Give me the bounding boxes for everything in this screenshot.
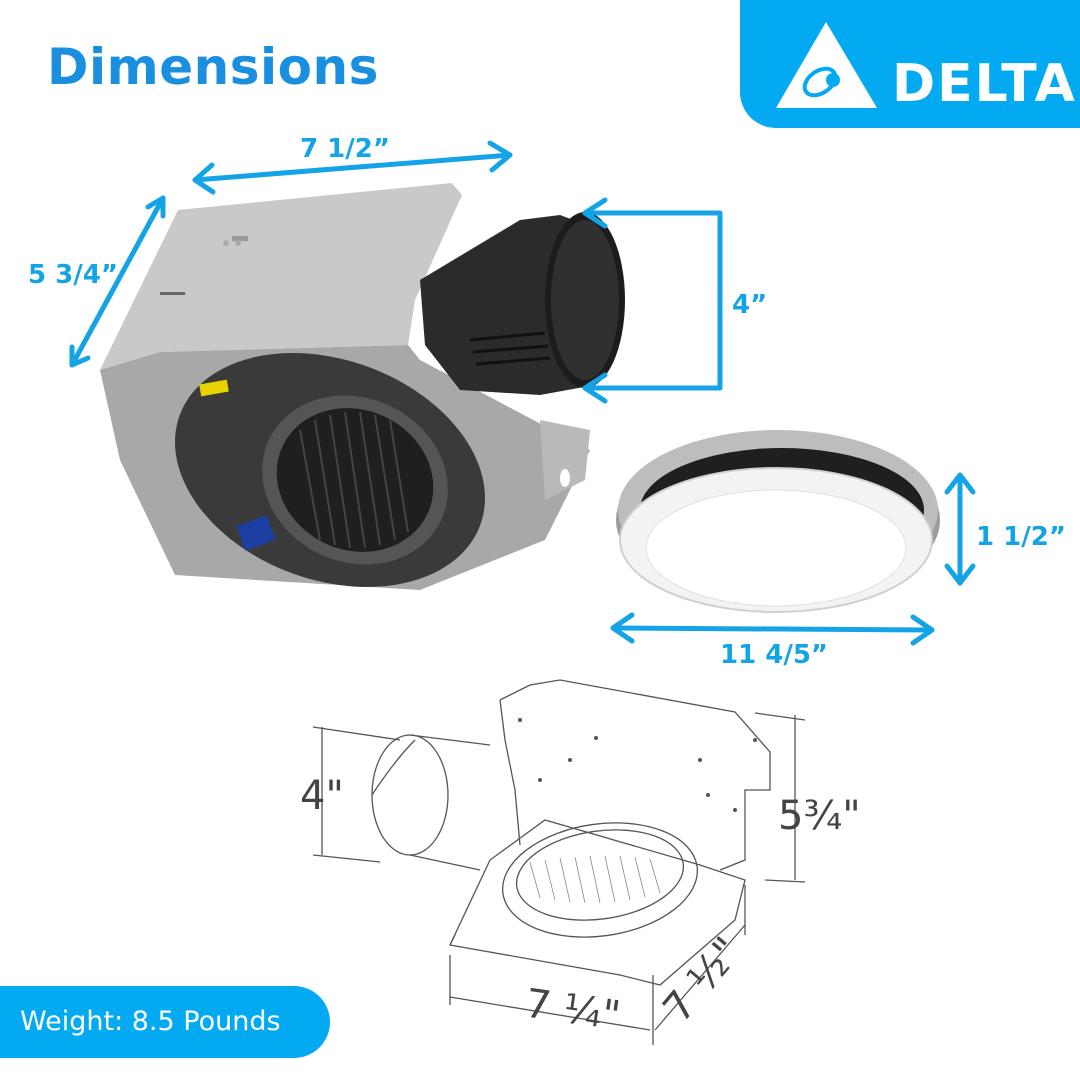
brand-name: DELTA [892,54,1077,114]
grille-height-label: 1 1/2” [976,522,1066,552]
drawing-height-label: 5¾" [778,793,861,839]
duct-diameter-label: 4” [732,290,768,320]
housing-width-label: 7 1/2” [300,134,390,164]
page-title: Dimensions [47,38,379,96]
housing-depth-label: 5 3/4” [28,260,118,290]
grille-diameter-label: 11 4/5” [720,640,828,670]
weight-badge: Weight: 8.5 Pounds [0,986,330,1058]
drawing-duct-label: 4" [300,773,344,819]
weight-text: Weight: 8.5 Pounds [20,1006,281,1037]
